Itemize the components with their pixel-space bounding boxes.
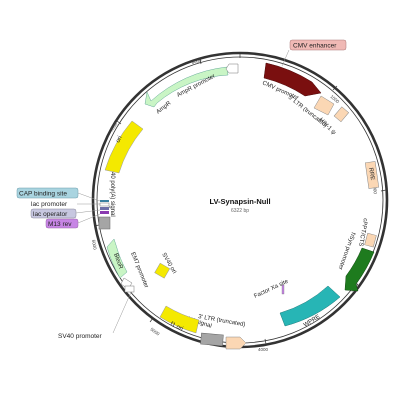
lac-operator-leader <box>75 209 101 214</box>
ori-label: ori <box>115 135 123 144</box>
m13-rev-box <box>45 218 79 229</box>
lac-promoter-label: lac promoter <box>31 201 68 208</box>
f1-ori-feature <box>159 305 200 334</box>
cmv-enhancer-label: CMV enhancer <box>293 43 337 50</box>
tick-label-1000: 1000 <box>329 94 340 105</box>
ampr-label: AmpR <box>156 100 173 115</box>
cap-box <box>16 187 79 199</box>
ori-feature <box>104 120 144 174</box>
wpre-feature <box>279 285 341 327</box>
cap-feature <box>100 200 109 202</box>
cmv-enhancer-leader <box>281 49 290 67</box>
lac-operator-box <box>30 208 77 219</box>
lac-operator-feature <box>100 207 109 210</box>
tick-label-4000: 4000 <box>258 347 269 352</box>
rre-feature <box>364 161 380 189</box>
sv40-polya-feature <box>98 216 111 230</box>
m13-rev-leader <box>77 213 101 224</box>
bgh-feature <box>200 332 224 347</box>
ampr-feature <box>144 66 229 108</box>
plasmid-title: LV-Synapsin-Null <box>209 197 270 206</box>
factor-xa-label: Factor Xa site <box>253 278 290 299</box>
sv40-promoter-feature <box>124 285 135 293</box>
lac-promoter-feature <box>99 202 110 207</box>
sv40-promoter-leader <box>112 289 133 334</box>
cap-leader <box>77 192 101 202</box>
bleor-feature <box>106 238 128 279</box>
tick-label-5000: 5000 <box>149 327 160 337</box>
tick-label-2000: 2000 <box>372 184 378 195</box>
ltr3-feature <box>225 336 247 350</box>
f1-ori-label: f1 ori <box>169 321 184 332</box>
tick-label-8000: 8000 <box>191 57 202 65</box>
bleor-label: BleoR <box>112 253 123 271</box>
em7-label: EM7 promoter <box>129 252 149 289</box>
factor-xa-feature <box>281 284 285 295</box>
sv40-ori-feature <box>154 262 171 279</box>
sv40-polya-label: SV40 poly(A) signal <box>109 164 115 217</box>
m13-rev-label: M13 rev <box>48 221 72 228</box>
cap-label: CAP binding site <box>19 191 67 198</box>
rre-label: RRE <box>367 167 375 181</box>
cppt-feature <box>364 232 377 248</box>
sv40-promoter-label: SV40 promoter <box>58 333 103 340</box>
ampr-promoter-feature <box>225 63 239 74</box>
plasmid-size: 6322 bp <box>231 208 249 214</box>
tick-label-6000: 6000 <box>91 239 98 250</box>
tick-label-7000: 7000 <box>109 121 119 132</box>
cmv-enhancer-box <box>289 39 347 51</box>
hiv-psi-feature <box>333 106 350 123</box>
cmv-promoter-feature <box>263 62 322 97</box>
hiv-psi-label: HIV-1 ψ <box>318 117 337 136</box>
cppt-label: cPPT/CTS <box>357 218 368 247</box>
hsyn-feature <box>344 247 375 292</box>
m13-rev-feature <box>100 211 109 214</box>
hsyn-label: hSyn promoter <box>337 231 356 270</box>
lac-operator-label: lac operator <box>33 211 68 218</box>
ltr5-feature <box>313 95 335 116</box>
